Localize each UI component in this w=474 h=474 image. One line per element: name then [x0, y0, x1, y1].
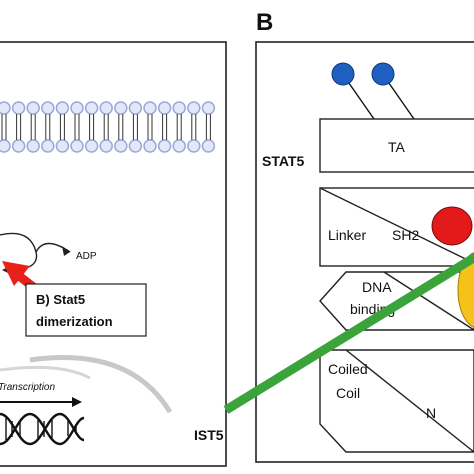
lipid-head: [84, 139, 99, 153]
cell-membrane: [0, 101, 216, 153]
lipid-head: [114, 139, 128, 153]
lipid-head: [0, 139, 11, 153]
callout-line-2: dimerization: [36, 314, 113, 329]
dna-binding-divider: [383, 271, 474, 331]
lipid-head: [128, 101, 143, 115]
ta-label: TA: [388, 139, 406, 155]
phosphate-group-1: [331, 62, 375, 120]
lipid-head: [11, 139, 26, 153]
lipid-head: [114, 101, 128, 115]
lipid-head: [84, 101, 99, 115]
lipid-head: [143, 101, 157, 115]
coiled-coil-line-2: Coil: [336, 385, 360, 401]
lipid-head: [201, 101, 216, 115]
panel-letter: B: [256, 9, 273, 36]
ist5-inhibitor-line: [223, 252, 474, 414]
lipid-head: [41, 101, 55, 115]
lipid-head: [41, 139, 55, 153]
lipid-head: [172, 101, 186, 115]
transcription-arrow: [0, 397, 82, 407]
lipid-head: [70, 101, 84, 115]
lipid-head: [128, 139, 143, 153]
lipid-head: [70, 139, 84, 153]
phosphate-group-2: [371, 62, 415, 120]
red-partner-domain: [431, 206, 473, 246]
lipid-head: [99, 101, 113, 115]
ist5-label: IST5: [194, 427, 224, 443]
transcription-label: Transcription: [0, 382, 55, 393]
grey-arc-outer: [29, 355, 173, 414]
lipid-head: [99, 139, 113, 153]
lipid-head: [157, 101, 172, 115]
sh2-linker-divider: [319, 187, 474, 264]
dna-binding-line-1: DNA: [362, 279, 392, 295]
sh2-label: SH2: [392, 227, 419, 243]
callout-line-1: B) Stat5: [36, 292, 85, 307]
yellow-partner-domain: [457, 252, 474, 328]
callout-box: [25, 283, 147, 337]
lipid-head: [26, 101, 40, 115]
lipid-head: [55, 101, 70, 115]
lipid-head: [0, 101, 11, 115]
lipid-head: [55, 139, 70, 153]
ta-domain: [319, 118, 474, 173]
lipid-head: [201, 139, 216, 153]
lipid-head: [26, 139, 40, 153]
n-terminus-label: N: [426, 405, 436, 421]
coiled-coil-line-1: Coiled: [328, 361, 368, 377]
lipid-head: [187, 101, 201, 115]
grey-arc-inner: [0, 365, 91, 380]
coiled-coil-divider: [345, 349, 474, 453]
coiled-coil-domain: [319, 349, 474, 453]
lipid-head: [157, 139, 172, 153]
lipid-head: [172, 139, 186, 153]
adp-label: ADP: [76, 251, 97, 262]
lipid-head: [187, 139, 201, 153]
lipid-head: [143, 139, 157, 153]
dna-helix-icon: [0, 412, 85, 446]
linker-label: Linker: [328, 227, 366, 243]
lipid-head: [11, 101, 26, 115]
stat5-label: STAT5: [262, 153, 304, 169]
